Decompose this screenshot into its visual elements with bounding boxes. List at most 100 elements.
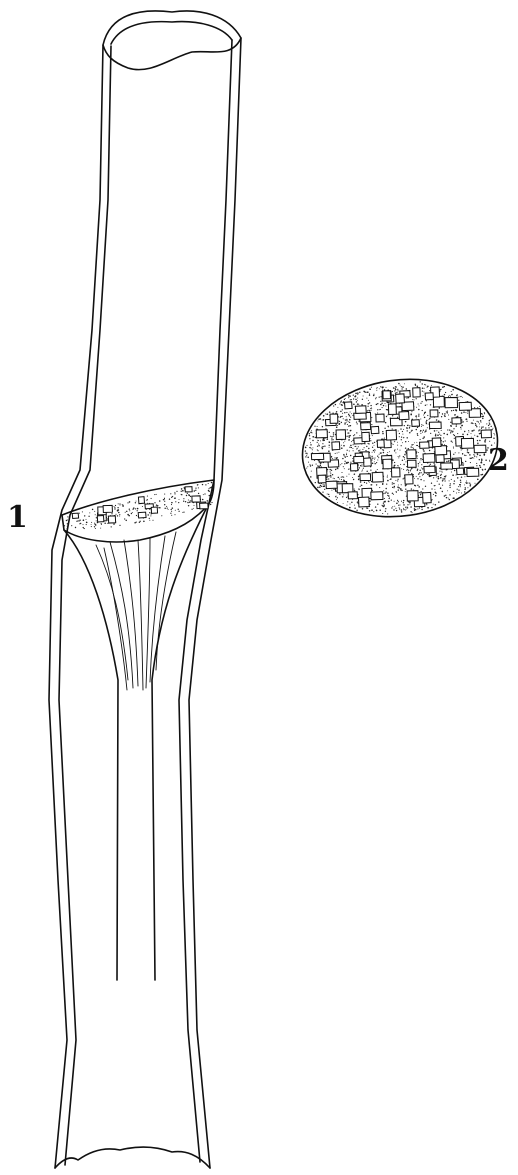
stipple-dot — [465, 455, 466, 456]
stipple-dot — [475, 424, 477, 426]
stipple-dot — [89, 512, 90, 513]
stipple-dot — [307, 466, 308, 467]
stipple-dot — [322, 426, 323, 427]
stipple-dot — [371, 387, 372, 388]
stipple-dot — [475, 423, 476, 424]
stipple-dot — [371, 459, 372, 460]
stipple-dot — [484, 454, 486, 456]
stipple-dot — [351, 502, 352, 503]
stipple-dot — [451, 440, 452, 441]
stipple-dot — [349, 439, 350, 440]
stipple-dot — [343, 503, 344, 504]
stipple-dot — [463, 463, 464, 464]
stipple-dot — [397, 500, 398, 501]
stipple-dot — [395, 392, 396, 393]
stipple-dot — [401, 484, 402, 485]
stipple-dot — [387, 476, 388, 477]
stipple-dot — [466, 421, 467, 422]
stipple-dot — [82, 511, 83, 512]
stipple-dot — [327, 439, 328, 440]
stipple-dot — [382, 433, 383, 434]
stipple-dot — [462, 397, 463, 398]
stipple-dot — [327, 493, 328, 494]
stipple-dot — [333, 478, 334, 479]
stipple-dot — [367, 403, 368, 404]
stipple-dot — [479, 459, 480, 460]
stipple-dot — [394, 441, 395, 442]
stipple-dot — [486, 423, 487, 424]
stipple-dot — [458, 452, 459, 453]
stipple-dot — [78, 520, 79, 521]
stipple-dot — [333, 434, 334, 435]
stipple-dot — [464, 491, 465, 492]
stipple-dot — [481, 458, 482, 459]
stipple-dot — [387, 480, 389, 482]
stipple-dot — [407, 425, 408, 426]
stipple-dot — [469, 482, 470, 483]
stipple-dot — [404, 457, 405, 458]
stipple-dot — [442, 472, 443, 473]
stipple-dot — [453, 410, 454, 411]
stipple-dot — [379, 409, 380, 410]
stipple-dot — [142, 506, 143, 507]
stipple-dot — [211, 482, 213, 484]
stipple-dot — [305, 450, 306, 451]
stipple-dot — [434, 464, 435, 465]
stipple-dot — [371, 481, 372, 482]
stipple-dot — [342, 496, 343, 497]
stipple-dot — [424, 388, 425, 389]
stipple-dot — [456, 424, 457, 425]
stipple-dot — [362, 464, 363, 465]
stipple-dot — [374, 463, 375, 464]
stipple-dot — [79, 521, 80, 522]
stipple-dot — [336, 457, 338, 459]
stipple-dot — [115, 514, 116, 515]
stipple-dot — [308, 462, 309, 463]
stipple-dot — [394, 506, 395, 507]
stipple-dot — [312, 465, 313, 466]
stipple-dot — [330, 436, 331, 437]
stipple-dot — [352, 448, 353, 449]
stipple-dot — [463, 421, 464, 422]
stipple-dot — [329, 432, 330, 433]
stipple-dot — [438, 432, 439, 433]
stipple-dot — [422, 488, 423, 489]
stipple-dot — [436, 419, 438, 421]
stipple-dot — [312, 440, 313, 441]
stipple-dot — [444, 476, 445, 477]
stipple-dot — [127, 502, 128, 503]
stipple-dot — [472, 430, 474, 432]
stipple-dot — [182, 490, 183, 491]
stipple-dot — [417, 386, 419, 388]
stipple-dot — [427, 507, 429, 509]
stipple-dot — [396, 510, 397, 511]
stipple-dot — [430, 433, 431, 434]
stipple-dot — [437, 481, 438, 482]
stipple-dot — [190, 500, 191, 501]
stipple-dot — [359, 467, 360, 468]
stipple-dot — [369, 482, 370, 483]
stipple-dot — [420, 433, 421, 434]
stipple-dot — [366, 398, 367, 399]
stipple-dot — [450, 432, 451, 433]
stipple-dot — [417, 485, 418, 486]
stipple-dot — [341, 422, 342, 423]
stipple-dot — [358, 421, 359, 422]
stipple-dot — [354, 490, 355, 491]
stipple-dot — [326, 414, 327, 415]
stipple-dot — [422, 383, 423, 384]
stipple-dot — [209, 495, 211, 497]
stipple-dot — [380, 448, 381, 449]
stipple-dot — [111, 526, 112, 527]
vascular-bundle — [383, 391, 391, 399]
stipple-dot — [430, 404, 431, 405]
stipple-dot — [382, 513, 383, 514]
stipple-dot — [375, 471, 376, 472]
stipple-dot — [350, 455, 351, 456]
stipple-dot — [343, 445, 345, 447]
stipple-dot — [372, 452, 373, 453]
stipple-dot — [341, 404, 343, 406]
stipple-dot — [95, 528, 96, 529]
stipple-dot — [342, 476, 343, 477]
stipple-dot — [421, 424, 422, 425]
